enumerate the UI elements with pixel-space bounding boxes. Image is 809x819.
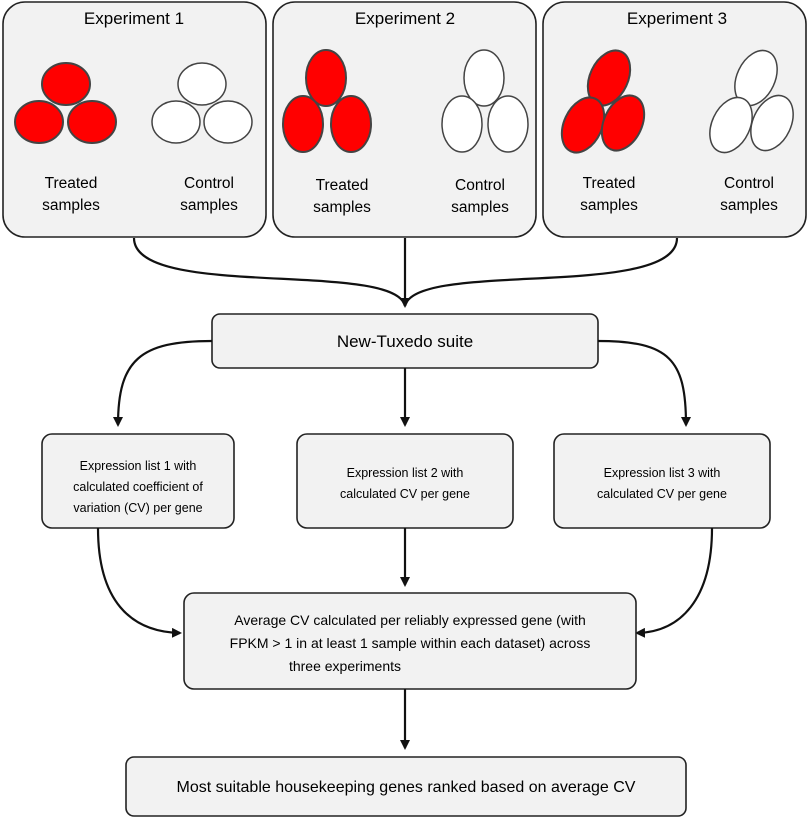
treated-label-line2: samples <box>580 197 638 214</box>
control-samples-icon <box>151 62 253 144</box>
arrow-exp3-to-suite <box>403 237 679 307</box>
ranking-label: Most suitable housekeeping genes ranked … <box>177 779 636 796</box>
ranking-box: Most suitable housekeeping genes ranked … <box>125 756 687 817</box>
control-label-line2: samples <box>720 197 778 214</box>
experiment-panel-1: Experiment 1 Treated samples Control sam… <box>2 1 267 238</box>
merge-arrows-2 <box>96 527 714 638</box>
expression-list-box-2: Expression list 2 with calculated CV per… <box>296 433 514 529</box>
control-samples-icon <box>709 49 794 154</box>
treated-samples-icon <box>14 62 117 144</box>
arrow-list3-to-average <box>635 527 714 638</box>
average-line: FPKM > 1 in at least 1 sample within eac… <box>230 635 591 651</box>
control-label-line1: Control <box>455 177 505 194</box>
experiment-title: Experiment 2 <box>355 9 455 28</box>
arrow-suite-to-list3 <box>597 339 691 427</box>
experiment-panel-3: Experiment 3 Treated samples Control sam… <box>542 1 807 238</box>
treated-label-line1: Treated <box>45 175 98 192</box>
merge-arrows <box>132 237 679 308</box>
average-cv-box: Average CV calculated per reliably expre… <box>183 592 637 690</box>
average-line: three experiments <box>289 658 401 674</box>
control-label-line2: samples <box>180 197 238 214</box>
arrow-exp1-to-suite <box>132 237 407 307</box>
experiment-panel-2: Experiment 2 Treated samples Control sam… <box>272 1 537 238</box>
split-arrows <box>113 339 691 427</box>
suite-label: New-Tuxedo suite <box>337 332 473 351</box>
expression-list-line: calculated CV per gene <box>597 487 727 501</box>
expression-list-box-3: Expression list 3 with calculated CV per… <box>553 433 771 529</box>
average-line: Average CV calculated per reliably expre… <box>234 612 586 628</box>
treated-label-line1: Treated <box>316 177 369 194</box>
arrow-suite-to-list1 <box>113 339 213 427</box>
expression-list-line: Expression list 2 with <box>347 466 464 480</box>
expression-list-box-1: Expression list 1 with calculated coeffi… <box>41 433 235 529</box>
expression-list-line: variation (CV) per gene <box>73 501 202 515</box>
expression-list-line: Expression list 1 with <box>80 459 197 473</box>
treated-label-line2: samples <box>42 197 100 214</box>
control-samples-icon <box>441 49 529 153</box>
control-label-line2: samples <box>451 199 509 216</box>
treated-label-line2: samples <box>313 199 371 216</box>
suite-box: New-Tuxedo suite <box>211 313 599 369</box>
experiment-title: Experiment 1 <box>84 9 184 28</box>
control-label-line1: Control <box>724 175 774 192</box>
treated-samples-icon <box>282 49 372 153</box>
expression-list-line: calculated CV per gene <box>340 487 470 501</box>
experiment-title: Experiment 3 <box>627 9 727 28</box>
treated-label-line1: Treated <box>583 175 636 192</box>
arrow-list1-to-average <box>96 527 182 638</box>
treated-samples-icon <box>560 49 646 154</box>
expression-list-line: calculated coefficient of <box>73 480 203 494</box>
control-label-line1: Control <box>184 175 234 192</box>
expression-list-line: Expression list 3 with <box>604 466 721 480</box>
